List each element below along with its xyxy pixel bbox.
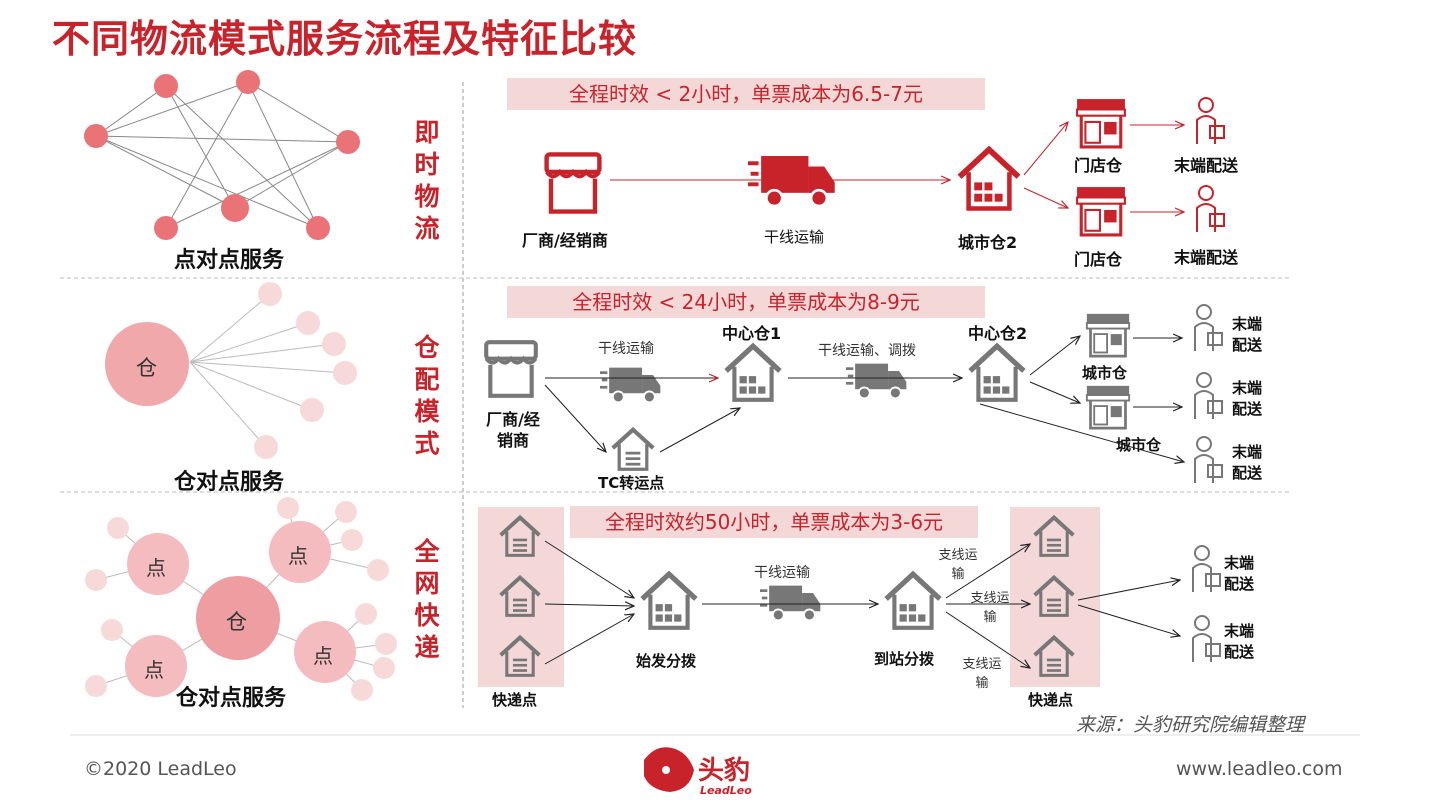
w2p-network [105,282,357,459]
row2-center1-label: 中心仓1 [722,324,782,343]
brand-cn: 头豹 [698,756,751,786]
leadleo-logo [644,747,694,792]
row3-point-label-2: 点 [288,544,308,568]
p2p-network [95,81,349,229]
row2-center2-label: 中心仓2 [968,324,1028,343]
row3-point-label-1: 点 [146,556,166,580]
row3-origin-label: 始发分拨 [636,652,697,670]
flow-express [478,507,1222,687]
row1-caption: 点对点服务 [174,248,285,273]
row2-last3-label: 末端配送 [1232,443,1263,482]
row2-tc-label: TC转运点 [598,474,665,492]
row2-mode: 仓配模式 [414,333,440,458]
row3-last2-label: 末端配送 [1224,622,1255,661]
row1-last1-label: 末端配送 [1174,156,1239,175]
row1-last2-label: 末端配送 [1174,248,1239,267]
brand-en: LeadLeo [700,784,752,797]
row1-store1-label: 门店仓 [1074,156,1123,175]
flow-warehouse [486,303,1224,485]
row1-banner: 全程时效 < 2小时，单票成本为6.5-7元 [507,78,985,110]
row3-center-label: 仓 [226,610,247,634]
row3-banner: 全程时效约50小时，单票成本为3-6元 [570,506,978,538]
row3-branch-label-2: 支线运输 [970,591,1010,625]
row1-trunk-label: 干线运输 [764,228,825,246]
row3-mode: 全网快递 [414,537,440,662]
row2-last1-label: 末端配送 [1232,315,1263,354]
row3-trunk-label: 干线运输 [754,565,810,581]
website-link[interactable]: www.leadleo.com [1176,758,1343,780]
p2p-nodes [84,70,360,240]
row2-source-label: 厂商/经销商 [486,410,540,450]
row2-trunk-label: 干线运输 [598,341,654,357]
row3-branch-label-1: 支线运输 [938,548,978,582]
row3-point-label-3: 点 [144,658,164,682]
row2-last2-label: 末端配送 [1232,379,1263,418]
hub-network [85,497,397,701]
row3-last1-label: 末端配送 [1224,554,1255,593]
row2-city2-label: 城市仓 [1116,436,1162,454]
copyright: ©2020 LeadLeo [84,758,237,780]
separators [60,82,1360,736]
row2-banner: 全程时效 < 24小时，单票成本为8-9元 [507,286,985,318]
row3-branch-label-3: 支线运输 [962,657,1002,691]
row3-points-label: 快递点 [492,691,538,709]
row3-points2-label: 快递点 [1028,691,1074,709]
source-note: 来源：头豹研究院编辑整理 [1076,714,1305,736]
row3-caption: 仓对点服务 [176,686,287,711]
row2-trunk2-label: 干线运输、调拨 [818,343,916,359]
row3-point-label-4: 点 [313,644,333,668]
row1-source-label: 厂商/经销商 [522,231,608,250]
row1-city-label: 城市仓2 [958,233,1018,252]
row1-mode: 即时物流 [414,118,440,243]
row2-city1-label: 城市仓 [1082,364,1128,382]
row2-center-label: 仓 [136,356,157,380]
page-title: 不同物流模式服务流程及特征比较 [52,17,638,61]
row2-caption: 仓对点服务 [174,470,285,495]
flow-instant [547,96,1226,237]
row1-store2-label: 门店仓 [1074,250,1123,269]
row3-dest-label: 到站分拨 [874,650,935,668]
